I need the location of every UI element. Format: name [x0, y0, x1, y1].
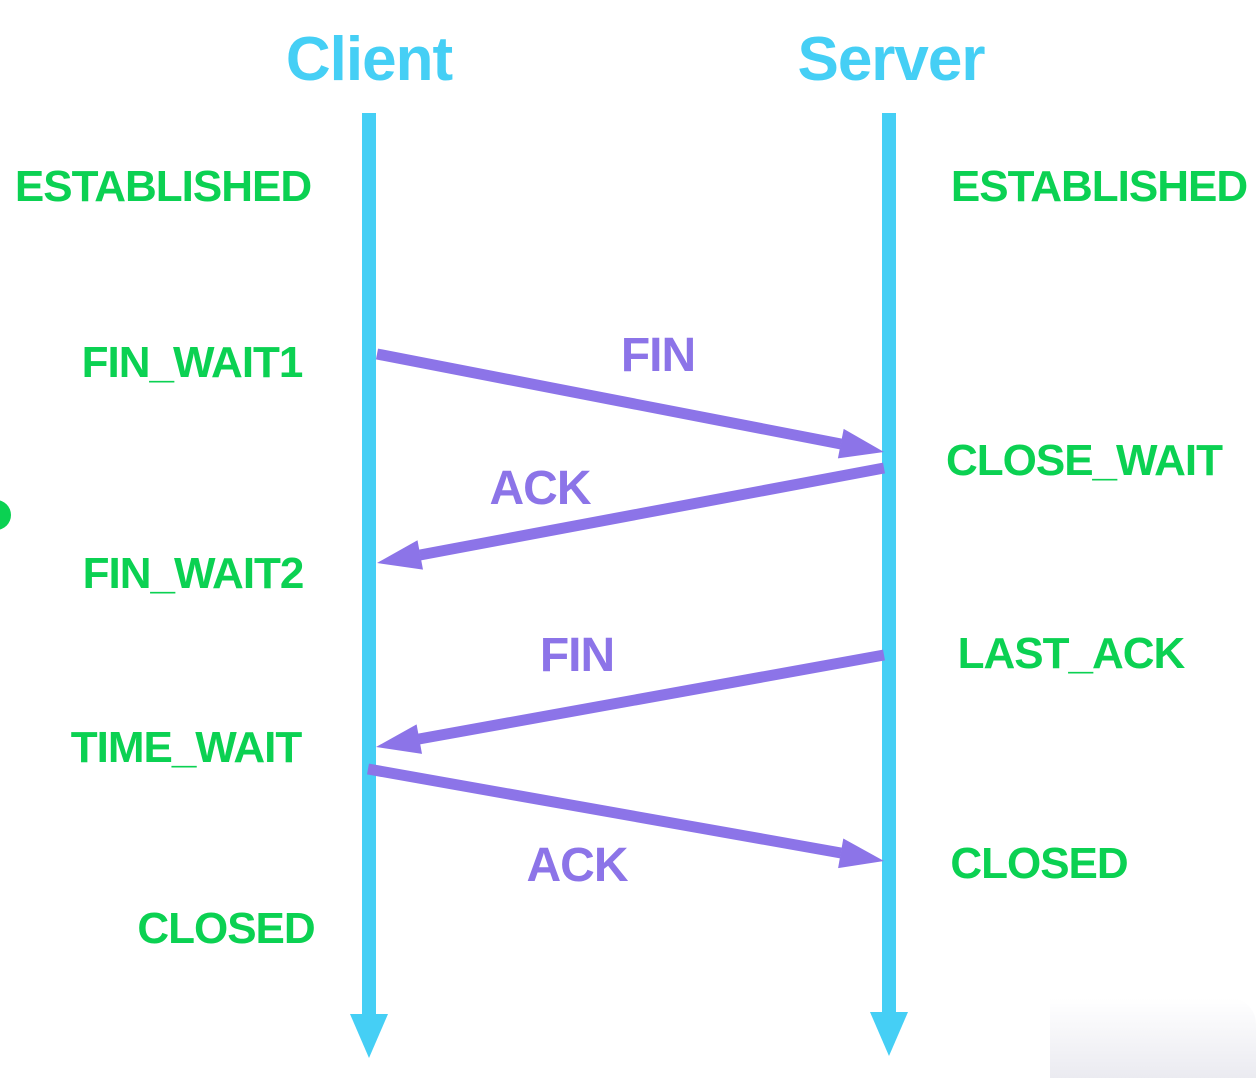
fin2-arrowhead-icon	[376, 724, 422, 754]
message-label-ack1: ACK	[489, 462, 592, 515]
client-state-closed: CLOSED	[137, 904, 315, 953]
server-state-last-ack: LAST_ACK	[957, 629, 1186, 678]
fin2-arrow-line	[418, 649, 885, 745]
server-lifeline-arrowhead-icon	[870, 1012, 908, 1056]
edge-bullet-dot-icon	[0, 500, 11, 530]
client-state-time-wait: TIME_WAIT	[70, 723, 303, 772]
server-state-established: ESTABLISHED	[950, 162, 1248, 211]
client-lifeline-arrowhead-icon	[350, 1014, 388, 1058]
client-state-fin-wait1: FIN_WAIT1	[81, 338, 304, 387]
message-label-fin1: FIN	[620, 329, 696, 382]
ack2-arrowhead-icon	[838, 838, 884, 869]
ack1-arrowhead-icon	[377, 540, 423, 570]
ack2-arrow-line	[367, 763, 842, 859]
message-label-fin2: FIN	[539, 629, 615, 682]
client-state-established: ESTABLISHED	[14, 162, 312, 211]
client-state-fin-wait2: FIN_WAIT2	[82, 549, 305, 598]
ack1-arrow-line	[418, 462, 886, 561]
fin1-arrowhead-icon	[837, 428, 884, 459]
fin1-arrow-line	[375, 348, 843, 450]
client-title: Client	[285, 25, 453, 94]
server-state-closed: CLOSED	[950, 839, 1128, 888]
server-title: Server	[797, 25, 985, 94]
message-label-ack2: ACK	[526, 839, 629, 892]
server-state-close-wait: CLOSE_WAIT	[945, 436, 1223, 485]
